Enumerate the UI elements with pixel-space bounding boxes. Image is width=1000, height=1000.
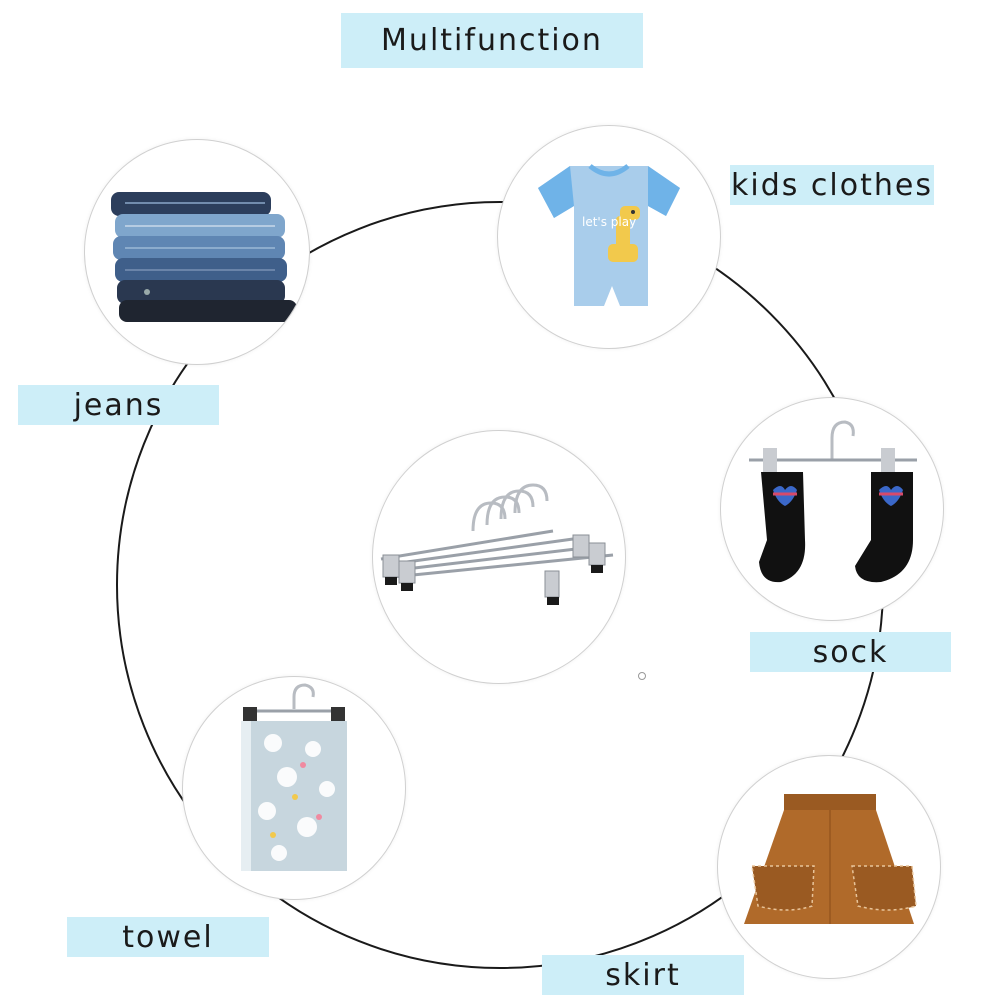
hanger-set-image (372, 430, 626, 684)
kids-clothes-image: let's play (497, 125, 721, 349)
label-skirt-text: skirt (605, 957, 681, 993)
clip-hangers-icon (380, 483, 614, 605)
towel-image (182, 676, 406, 900)
romper-print-text: let's play (582, 215, 636, 229)
label-towel-text: towel (122, 919, 214, 955)
sock-image (720, 397, 944, 621)
skirt-image (717, 755, 941, 979)
label-sock-text: sock (812, 634, 889, 670)
label-jeans: jeans (18, 385, 219, 425)
label-kids-clothes-text: kids clothes (731, 167, 933, 203)
page-title-text: Multifunction (381, 23, 603, 58)
label-sock: sock (750, 632, 951, 672)
socks-on-hanger-icon (749, 420, 917, 583)
label-jeans-text: jeans (73, 387, 164, 423)
romper-icon: let's play (538, 164, 680, 306)
label-skirt: skirt (542, 955, 744, 995)
page-title: Multifunction (341, 13, 643, 68)
label-kids-clothes: kids clothes (730, 165, 934, 205)
skirt-icon (744, 794, 917, 924)
jeans-image (84, 139, 310, 365)
jeans-stack-icon (111, 192, 297, 322)
towel-on-hanger-icon (241, 683, 347, 871)
label-towel: towel (67, 917, 269, 957)
